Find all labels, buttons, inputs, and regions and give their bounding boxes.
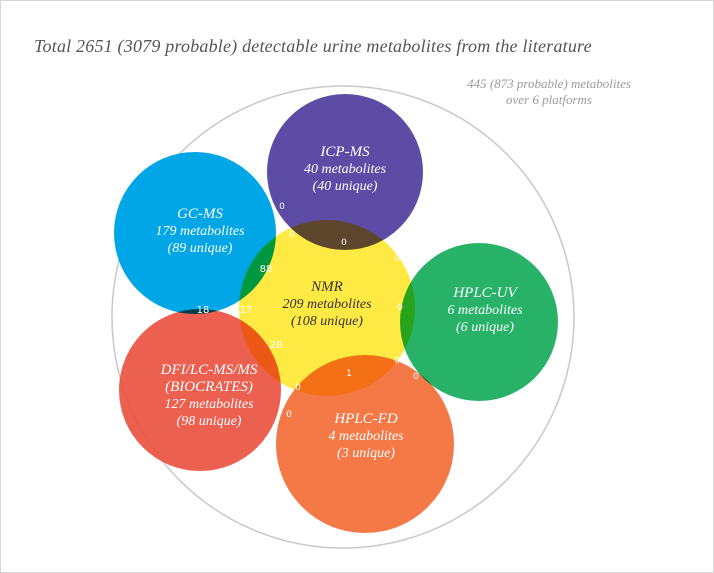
overlap-gc-dfi-nmr: 17	[239, 305, 253, 316]
label-hplc-uv: HPLC-UV 6 metabolites (6 unique)	[415, 285, 555, 336]
platform-unique: (108 unique)	[291, 314, 363, 329]
circle-dfi-lc-ms-ms	[119, 309, 281, 471]
subtitle-line-2: over 6 platforms	[506, 92, 592, 107]
platform-count: 4 metabolites	[328, 429, 404, 444]
platform-unique: (98 unique)	[176, 414, 242, 429]
overlap-nmr-fd: 1	[346, 369, 352, 379]
label-icp-ms: ICP-MS 40 metabolites (40 unique)	[275, 144, 415, 195]
circle-gc-ms	[114, 152, 276, 314]
diagram-subtitle: 445 (873 probable) metabolites over 6 pl…	[440, 76, 658, 108]
platform-count: 6 metabolites	[447, 303, 523, 318]
platform-name: HPLC-FD	[334, 411, 398, 427]
overlap-icp-uv: 0	[414, 237, 420, 247]
platform-name: DFI/LC-MS/MS	[160, 362, 258, 378]
overlap-icp-nmr: 0	[341, 238, 347, 248]
label-hplc-fd: HPLC-FD 4 metabolites (3 unique)	[296, 411, 436, 462]
overlap-icp-nmr-uv: 0	[394, 254, 400, 264]
platform-name: GC-MS	[177, 206, 223, 222]
overlap-dfi-nmr: 28	[269, 340, 283, 351]
overlap-gc-icp: 0	[279, 202, 285, 212]
subtitle-line-1: 445 (873 probable) metabolites	[467, 76, 631, 91]
platform-unique: (89 unique)	[167, 241, 233, 256]
overlap-gc-dfi: 18	[196, 305, 210, 316]
circle-hplc-uv	[400, 243, 558, 401]
platform-name-2: (BIOCRATES)	[165, 379, 253, 395]
overlap-uv-fd: 0	[413, 372, 419, 382]
platform-count: 209 metabolites	[282, 297, 372, 312]
overlap-dfi-nmr-fd: 0	[295, 383, 301, 393]
platform-count: 127 metabolites	[164, 397, 254, 412]
platform-name: NMR	[311, 279, 343, 295]
overlap-nmr-uv-fd: 0	[394, 356, 400, 366]
overlap-dfi-fd: 0	[286, 410, 292, 420]
platform-unique: (40 unique)	[312, 179, 378, 194]
diagram-title: Total 2651 (3079 probable) detectable ur…	[34, 36, 592, 56]
label-dfi-lc-ms-ms: DFI/LC-MS/MS (BIOCRATES) 127 metabolites…	[134, 362, 284, 430]
platform-name: ICP-MS	[320, 144, 370, 160]
overlap-gc-icp-nmr: 0	[289, 230, 295, 240]
platform-unique: (3 unique)	[337, 446, 395, 461]
circle-icp-ms	[267, 94, 423, 250]
label-nmr: NMR 209 metabolites (108 unique)	[257, 279, 397, 330]
platform-name: HPLC-UV	[453, 285, 517, 301]
platform-unique: (6 unique)	[456, 320, 514, 335]
overlap-nmr-uv: 0	[397, 303, 403, 313]
circle-nmr	[239, 220, 415, 396]
circle-hplc-fd	[276, 355, 454, 533]
label-gc-ms: GC-MS 179 metabolites (89 unique)	[130, 206, 270, 257]
platform-count: 179 metabolites	[155, 224, 245, 239]
overlap-gc-nmr: 88	[259, 264, 273, 275]
platform-count: 40 metabolites	[303, 162, 387, 177]
